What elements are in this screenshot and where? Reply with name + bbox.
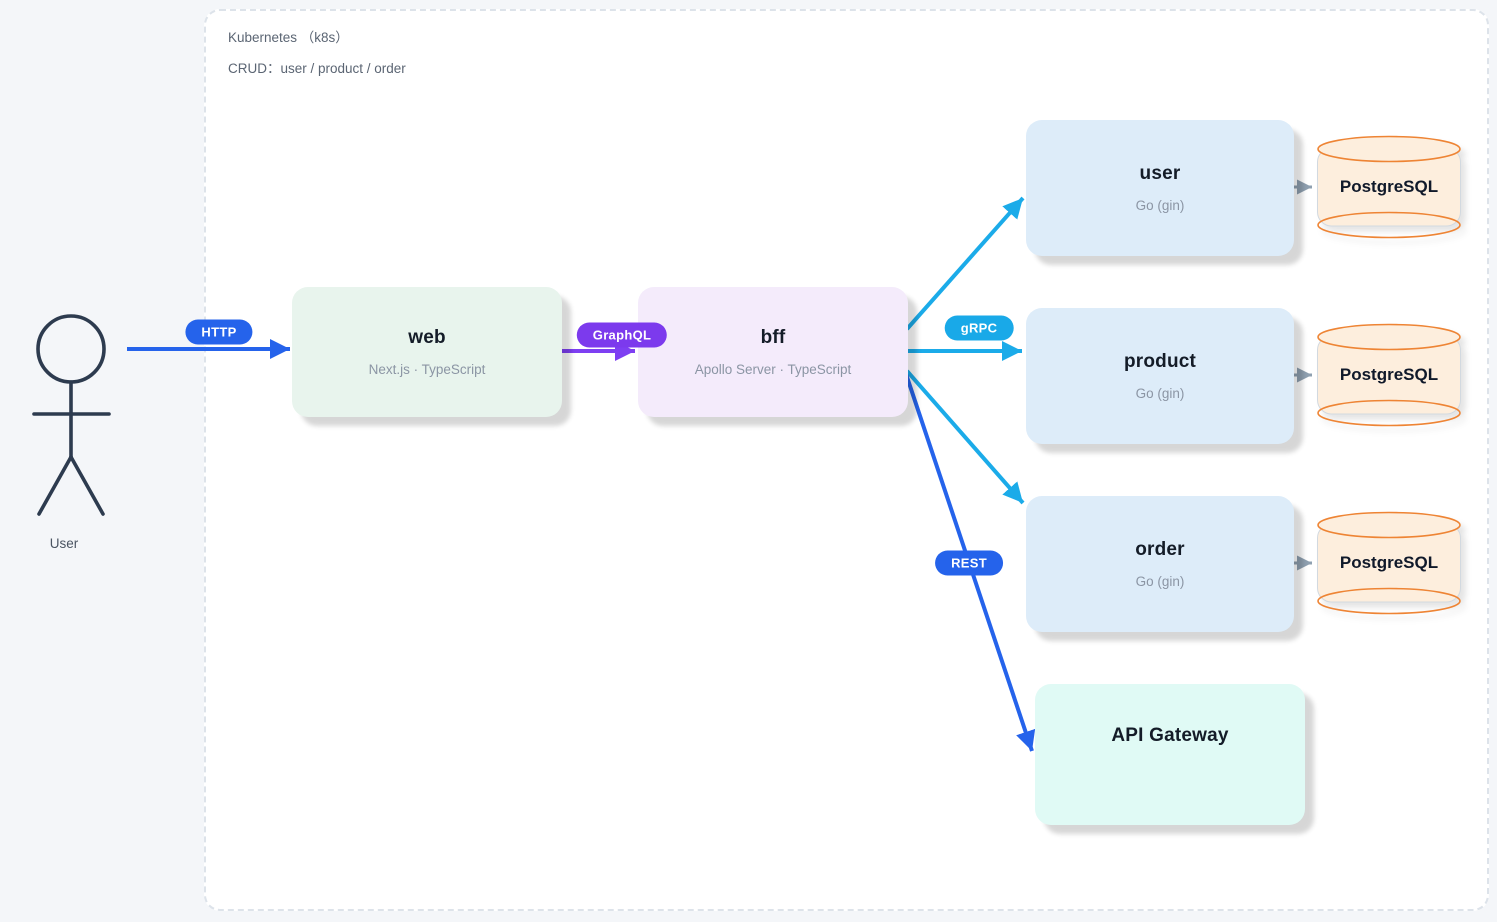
cluster-subtitle: CRUD：user / product / order (228, 61, 406, 76)
node-api-gateway: API Gateway (1035, 684, 1305, 825)
node-order-service: order Go (gin) (1026, 496, 1294, 632)
user-actor-icon (32, 314, 111, 516)
node-product-service: product Go (gin) (1026, 308, 1294, 444)
node-product-service-title: product (1123, 351, 1197, 372)
database-cylinder-icon (1317, 323, 1461, 427)
node-api-gateway-title: API Gateway (1111, 724, 1229, 746)
node-bff-title: bff (760, 327, 786, 348)
node-order-service-title: order (1135, 539, 1185, 560)
node-bff-subtitle: Apollo Server · TypeScript (694, 362, 852, 377)
cluster-title: Kubernetes （k8s） (228, 30, 349, 45)
database-product-postgresql: PostgreSQL (1314, 320, 1464, 430)
node-order-service-subtitle: Go (gin) (1135, 574, 1185, 589)
node-user-service: user Go (gin) (1026, 120, 1294, 256)
database-user-label: PostgreSQL (1339, 177, 1439, 196)
node-web: web Next.js · TypeScript (292, 287, 562, 417)
node-user-service-title: user (1139, 163, 1181, 184)
node-bff: bff Apollo Server · TypeScript (638, 287, 908, 417)
graphql-edge-badge: GraphQL (576, 322, 668, 348)
node-user-service-subtitle: Go (gin) (1135, 198, 1185, 213)
http-edge-badge: HTTP (185, 319, 253, 345)
database-cylinder-icon (1317, 511, 1461, 615)
node-web-title: web (408, 327, 446, 348)
user-actor-label: User (49, 536, 79, 551)
database-user-postgresql: PostgreSQL (1314, 132, 1464, 242)
node-product-service-subtitle: Go (gin) (1135, 386, 1185, 401)
node-web-subtitle: Next.js · TypeScript (368, 362, 486, 377)
rest-edge-badge: REST (935, 550, 1003, 576)
database-product-label: PostgreSQL (1339, 365, 1439, 384)
database-order-label: PostgreSQL (1339, 553, 1439, 572)
database-order-postgresql: PostgreSQL (1314, 508, 1464, 618)
grpc-edge-badge: gRPC (944, 315, 1014, 341)
database-cylinder-icon (1317, 135, 1461, 239)
